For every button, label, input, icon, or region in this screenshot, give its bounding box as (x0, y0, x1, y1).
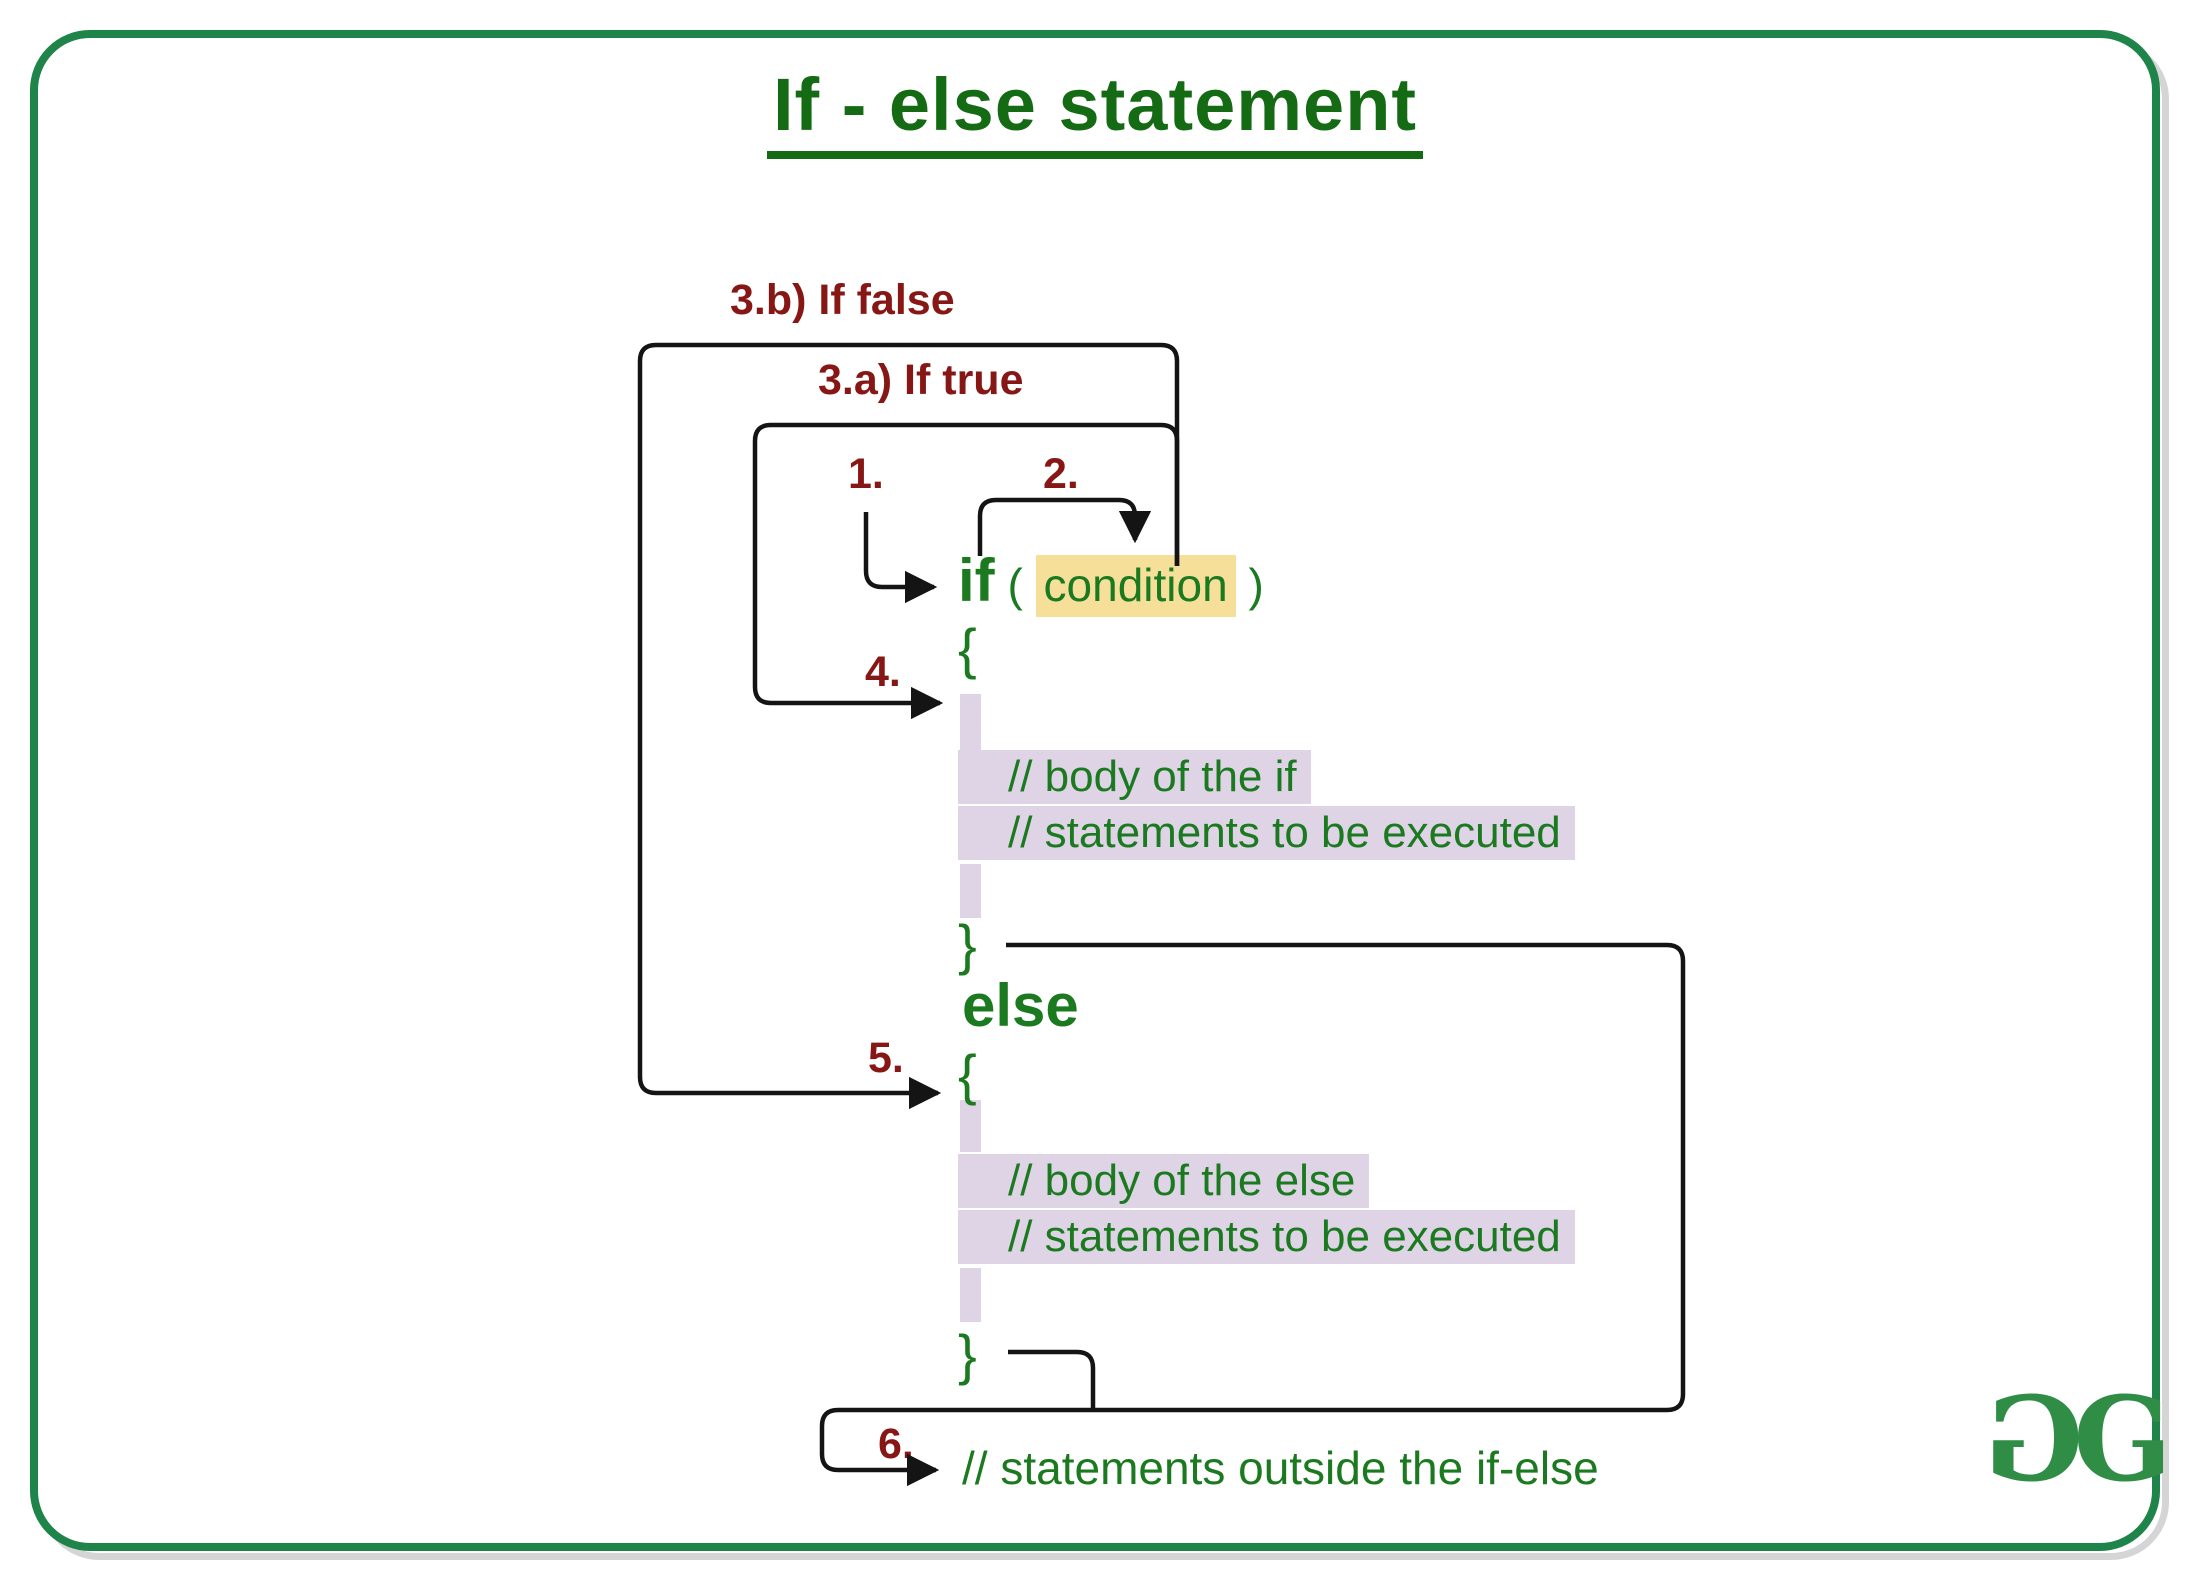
label-step-1: 1. (848, 450, 884, 498)
cursor-line (960, 864, 981, 918)
title-row: If - else statement (0, 62, 2190, 159)
label-if-false: 3.b) If false (730, 276, 955, 324)
open-paren: ( (1007, 559, 1023, 611)
close-paren: ) (1248, 559, 1264, 611)
cursor-line (960, 1100, 981, 1152)
if-body-comment-row: // body of the if (958, 750, 1311, 804)
else-statements-comment-row: // statements to be executed (958, 1210, 1575, 1264)
page-title: If - else statement (766, 62, 1424, 159)
if-statements-comment: // statements to be executed (958, 806, 1575, 860)
geeksforgeeks-logo: GG (1984, 1372, 2173, 1508)
else-keyword: else (962, 972, 1079, 1039)
if-close-brace: } (958, 913, 977, 976)
cursor-line (960, 694, 981, 750)
if-open-brace: { (958, 617, 977, 680)
code-line-if: if ( condition ) (958, 548, 1264, 630)
outside-comment: // statements outside the if-else (962, 1442, 1599, 1494)
cursor-line (960, 1268, 981, 1322)
logo-g: G (2073, 1372, 2173, 1508)
else-open-brace: { (958, 1043, 977, 1106)
label-step-6: 6. (878, 1420, 914, 1468)
label-step-5: 5. (868, 1034, 904, 1082)
else-body-comment: // body of the else (958, 1154, 1370, 1208)
if-keyword: if (958, 547, 995, 614)
else-statements-comment: // statements to be executed (958, 1210, 1575, 1264)
label-if-true: 3.a) If true (818, 356, 1024, 404)
else-body-comment-row: // body of the else (958, 1154, 1370, 1208)
if-statements-comment-row: // statements to be executed (958, 806, 1575, 860)
if-body-comment: // body of the if (958, 750, 1311, 804)
else-close-brace: } (958, 1323, 977, 1386)
logo-g-mirrored: G (1984, 1372, 2084, 1508)
label-step-4: 4. (865, 648, 901, 696)
condition-text: condition (1035, 555, 1236, 617)
label-step-2: 2. (1043, 450, 1079, 498)
